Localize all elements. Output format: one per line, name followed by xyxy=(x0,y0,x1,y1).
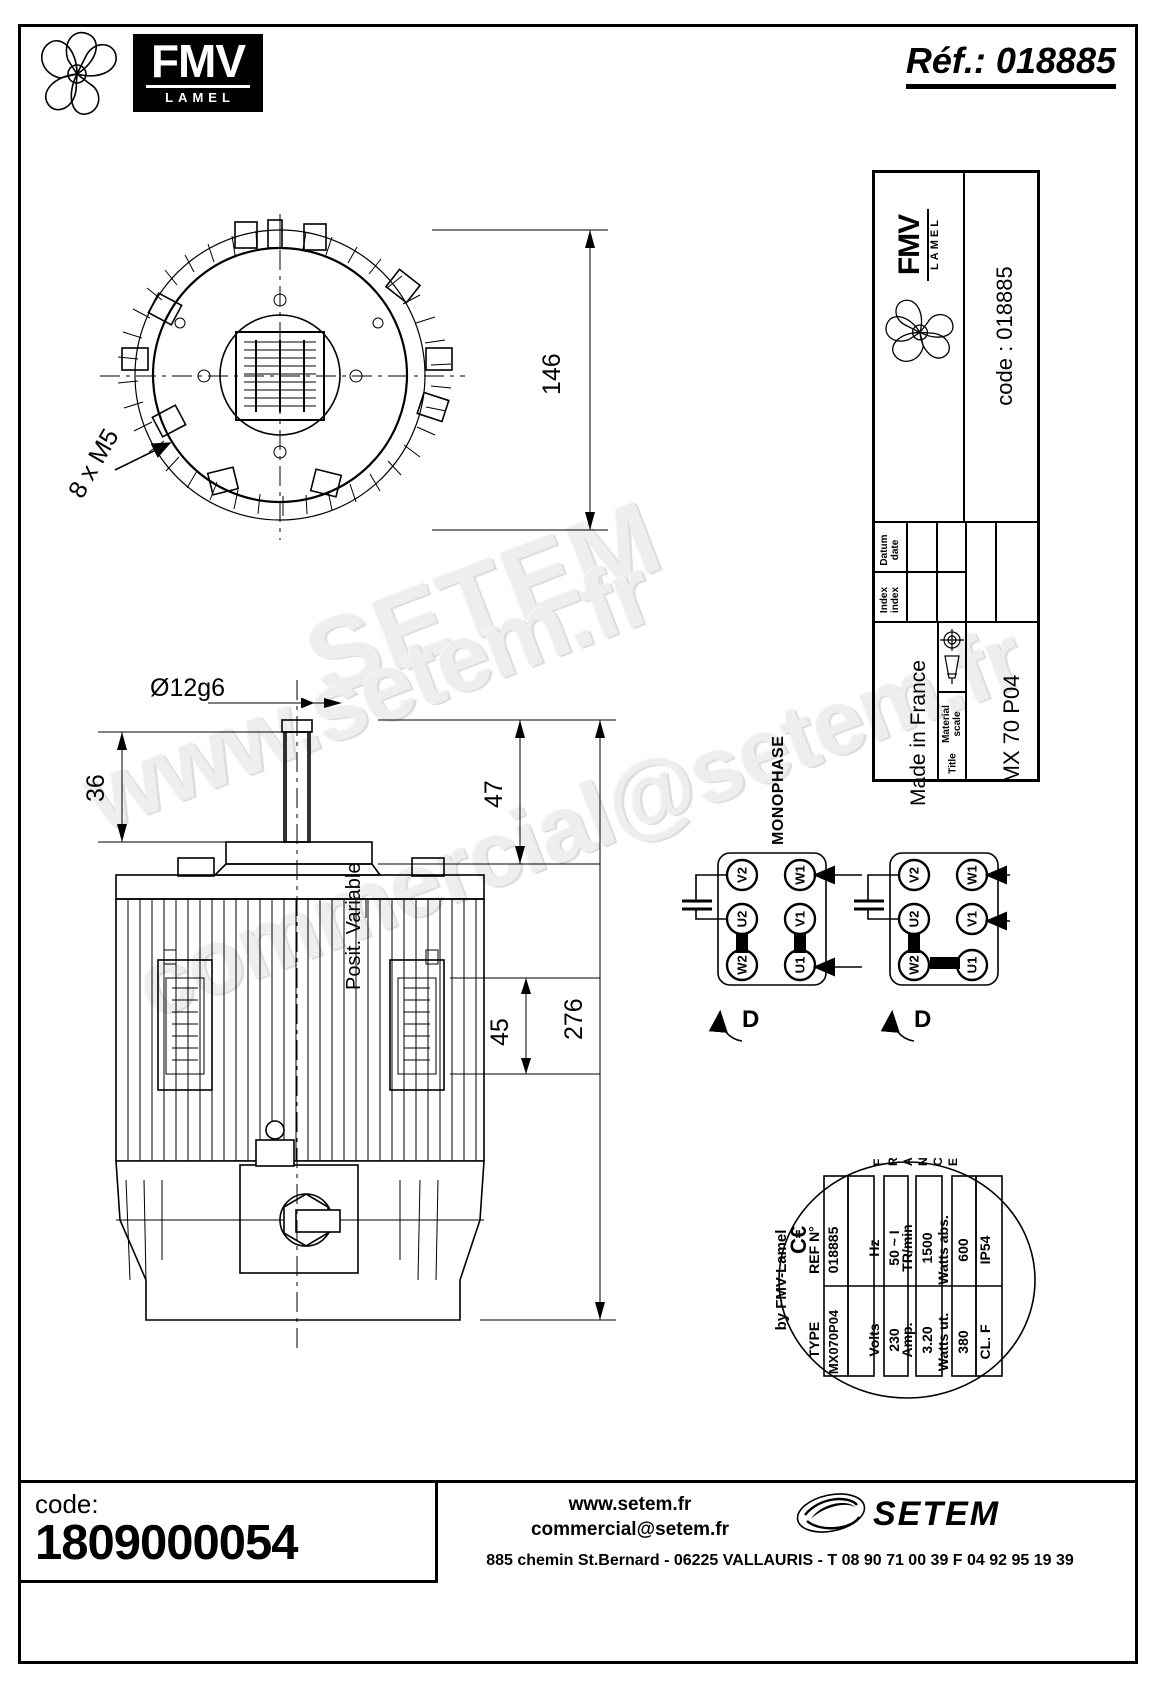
tb-type-cell: MX 70 P04 xyxy=(999,674,1024,784)
motor-nameplate: by FMV-Lamel C€ F R A N C E xyxy=(762,1130,1052,1430)
svg-text:Amp.: Amp. xyxy=(899,1323,915,1358)
dim-276-text: 276 xyxy=(560,998,588,1040)
dim-47-text: 47 xyxy=(480,780,508,808)
tb-made-cell: Made in France xyxy=(907,660,930,806)
svg-text:by FMV-Lamel: by FMV-Lamel xyxy=(773,1230,790,1331)
tb-vline-5 xyxy=(937,621,939,781)
svg-text:MX070P04: MX070P04 xyxy=(826,1309,841,1374)
svg-text:Watts ut.: Watts ut. xyxy=(935,1313,951,1372)
title-block-code-cell: code : 018885 xyxy=(965,173,1040,523)
footer-email[interactable]: commercial@setem.fr xyxy=(530,1519,730,1540)
tb-divider-3 xyxy=(875,621,1040,623)
svg-text:E: E xyxy=(946,1158,960,1166)
svg-text:V2: V2 xyxy=(907,867,922,883)
title-block-brand: FMV LAMEL xyxy=(893,185,941,305)
dim-146-text: 146 xyxy=(538,353,566,395)
svg-text:Volts: Volts xyxy=(866,1323,882,1356)
svg-text:1500: 1500 xyxy=(919,1232,935,1263)
fmv-fan-logo-icon xyxy=(30,28,125,120)
fmv-brand-text: FMV xyxy=(150,35,246,87)
first-angle-projection-icon xyxy=(939,628,965,686)
title-block-code: code : 018885 xyxy=(992,266,1017,406)
dim-shaft-diameter-text: Ø12g6 xyxy=(150,674,225,702)
tb-divider-1 xyxy=(875,521,1040,523)
title-block-brand-name: FMV xyxy=(893,214,926,276)
footer-address: 885 chemin St.Bernard - 06225 VALLAURIS … xyxy=(486,1552,1074,1569)
svg-text:W1: W1 xyxy=(793,865,808,885)
tb-vline-3 xyxy=(965,521,967,621)
setem-logo-text: SETEM xyxy=(873,1495,1000,1533)
tb-divider-2 xyxy=(875,571,965,573)
svg-text:A: A xyxy=(901,1157,915,1166)
svg-text:TR/min: TR/min xyxy=(899,1224,915,1271)
svg-text:REF N°: REF N° xyxy=(806,1226,822,1274)
tb-divider-4 xyxy=(937,691,965,693)
rotation-label-1: D xyxy=(742,1006,759,1033)
title-block-fan-icon xyxy=(881,293,959,371)
wiring-diagram-cw: V2 W1 U2 V1 W2 U1 xyxy=(854,852,1010,1042)
monophase-label: MONOPHASE xyxy=(770,735,787,845)
svg-text:600: 600 xyxy=(955,1238,971,1262)
svg-text:230: 230 xyxy=(886,1328,902,1352)
setem-logo: SETEM xyxy=(795,1487,1045,1537)
wiring-diagram-ccw: V2 W1 U2 V1 W2 U1 xyxy=(682,852,862,1042)
svg-text:W2: W2 xyxy=(907,955,922,975)
footer-divider xyxy=(18,1480,1138,1483)
svg-text:C: C xyxy=(931,1157,945,1166)
title-block-brand-sub: LAMEL xyxy=(929,217,941,270)
svg-text:R: R xyxy=(886,1157,900,1166)
svg-text:W2: W2 xyxy=(735,955,750,975)
rotation-label-2: D xyxy=(914,1006,931,1033)
svg-text:IP54: IP54 xyxy=(977,1235,993,1264)
svg-text:U2: U2 xyxy=(907,911,922,928)
svg-text:V1: V1 xyxy=(965,911,980,927)
footer-code-value: 1809000054 xyxy=(35,1516,299,1570)
svg-text:U1: U1 xyxy=(793,957,808,974)
footer-code-box: code: 1809000054 xyxy=(18,1483,438,1583)
top-view-drawing: 8 x M5 146 xyxy=(60,200,630,600)
svg-text:TYPE: TYPE xyxy=(806,1322,822,1359)
sheet-border xyxy=(18,24,1138,1664)
fmv-rule xyxy=(146,85,250,88)
fmv-brand-sub: LAMEL xyxy=(165,90,235,105)
tb-vline-2 xyxy=(936,521,938,621)
svg-text:C€: C€ xyxy=(786,1226,811,1254)
dim-45-text: 45 xyxy=(486,1018,514,1046)
svg-text:CL. F: CL. F xyxy=(977,1324,993,1359)
tb-vline-1 xyxy=(906,521,908,621)
svg-text:Watts abs.: Watts abs. xyxy=(935,1215,951,1285)
tb-vline-4 xyxy=(995,521,997,621)
footer-website[interactable]: www.setem.fr xyxy=(568,1494,692,1515)
footer-code-label: code: xyxy=(35,1489,99,1519)
svg-text:U1: U1 xyxy=(965,957,980,974)
dim-posit-variable-text: Posit. Variable xyxy=(343,863,365,990)
wiring-diagrams: V2 W1 U2 V1 W2 U1 xyxy=(680,845,1010,1085)
svg-text:018885: 018885 xyxy=(825,1226,841,1273)
svg-text:W1: W1 xyxy=(965,865,980,885)
svg-text:U2: U2 xyxy=(735,911,750,928)
fmv-wordmark: FMV LAMEL xyxy=(133,34,263,112)
tb-title-label: Title xyxy=(947,753,959,774)
reference-title: Réf.: 018885 xyxy=(905,40,1116,89)
svg-text:V2: V2 xyxy=(735,867,750,883)
svg-text:50 ~ I: 50 ~ I xyxy=(886,1230,902,1265)
svg-text:N: N xyxy=(916,1157,930,1166)
svg-text:380: 380 xyxy=(955,1330,971,1354)
svg-text:Hz: Hz xyxy=(866,1239,882,1256)
svg-text:F: F xyxy=(871,1159,885,1166)
dim-8xM5-text: 8 x M5 xyxy=(63,424,125,503)
title-block-logo-cell: FMV LAMEL xyxy=(875,173,965,523)
dim-36-text: 36 xyxy=(82,774,110,802)
svg-text:V1: V1 xyxy=(793,911,808,927)
tb-vline-6 xyxy=(965,621,967,781)
svg-text:3.20: 3.20 xyxy=(919,1326,935,1353)
footer-contact: www.setem.fr commercial@setem.fr xyxy=(470,1492,790,1542)
front-view-drawing: Ø12g6 xyxy=(60,660,640,1360)
